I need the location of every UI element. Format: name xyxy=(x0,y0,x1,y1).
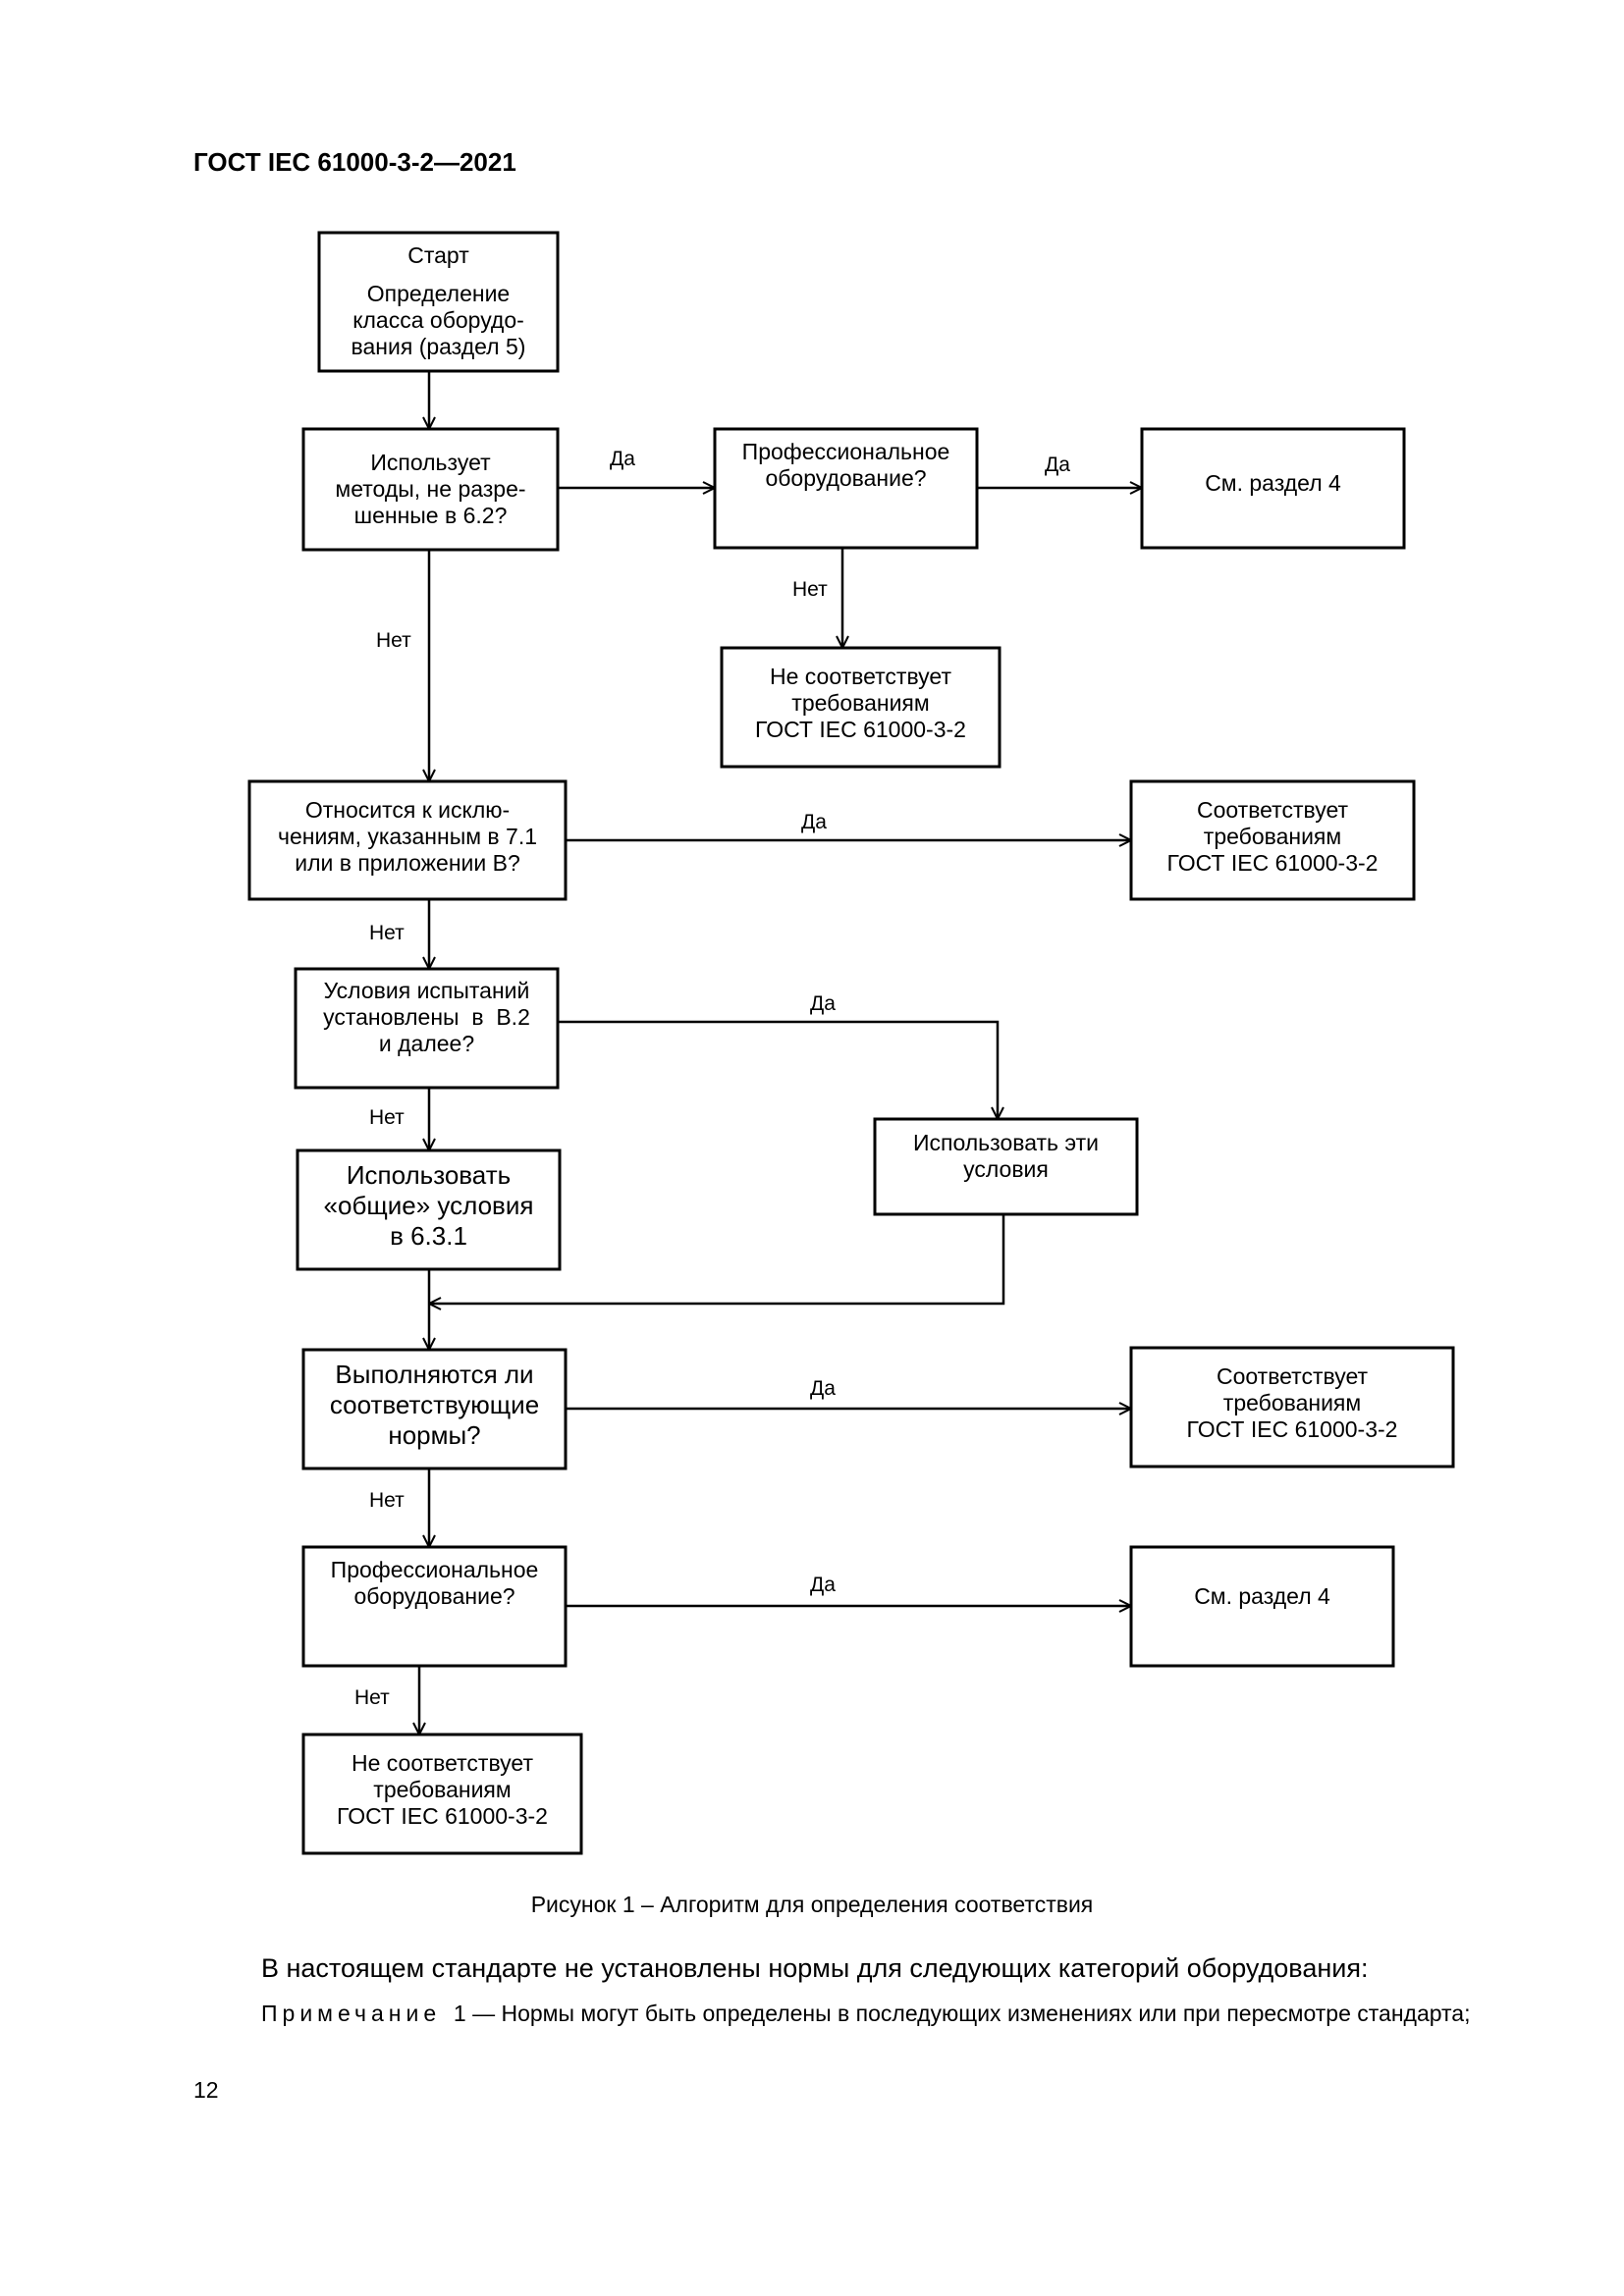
label-no: Нет xyxy=(369,922,405,944)
label-yes: Да xyxy=(1045,454,1070,476)
comply-2-text: Соответствует требованиям ГОСТ IEC 61000… xyxy=(1186,1362,1398,1442)
start-box xyxy=(317,231,560,373)
not-comply-2-box xyxy=(301,1733,583,1855)
page-number: 12 xyxy=(193,2077,219,2103)
figure-caption: Рисунок 1 – Алгоритм для определения соо… xyxy=(530,1892,1094,1917)
comply-1-text: Соответствует требованиям ГОСТ IEC 61000… xyxy=(1166,796,1379,876)
label-yes: Да xyxy=(810,1377,836,1400)
label-no: Нет xyxy=(792,578,828,601)
exceptions-text: Относится к исклю- чениям, указанным в 7… xyxy=(277,796,538,876)
label-no: Нет xyxy=(376,629,411,652)
professional-2-text: Профессиональное оборудование? xyxy=(330,1557,539,1609)
limits-met-text: Выполняются ли соответствующие нормы? xyxy=(329,1360,540,1450)
use-general-text: Использовать «общие» условия в 6.3.1 xyxy=(323,1160,534,1251)
use-these-box xyxy=(873,1117,1139,1216)
professional-1-text: Профессиональное оборудование? xyxy=(741,439,950,491)
label-yes: Да xyxy=(801,811,827,833)
note-text: 1 — Нормы могут быть определены в послед… xyxy=(453,2001,1471,2026)
label-yes: Да xyxy=(610,448,635,470)
arrow-test-to-use-these xyxy=(558,1020,998,1119)
document-header: ГОСТ IEC 61000-3-2—2021 xyxy=(193,147,516,177)
body-paragraph: В настоящем стандарте не установлены нор… xyxy=(261,1953,1369,1983)
use-these-text: Использовать эти условия xyxy=(912,1130,1100,1182)
test-conditions-text: Условия испытаний установлены в В.2 и да… xyxy=(323,978,530,1056)
start-box-text: Старт Определение класса оборудо- вания … xyxy=(351,242,526,359)
label-no: Нет xyxy=(354,1686,390,1709)
label-no: Нет xyxy=(369,1106,405,1129)
uses-methods-text: Использует методы, не разре- шенные в 6.… xyxy=(335,450,526,528)
label-no: Нет xyxy=(369,1489,405,1512)
note-paragraph: Примечание 1 — Нормы могут быть определе… xyxy=(193,1999,1508,2029)
arrow-use-these-merge xyxy=(429,1214,1005,1304)
note-label: Примечание xyxy=(261,2001,442,2026)
not-comply-2-text: Не соответствует требованиям ГОСТ IEC 61… xyxy=(337,1749,548,1829)
see-section-2-text: См. раздел 4 xyxy=(1194,1582,1330,1609)
label-yes: Да xyxy=(810,1574,836,1596)
not-comply-1-box xyxy=(720,646,1001,769)
see-section-1-text: См. раздел 4 xyxy=(1205,469,1341,496)
start-title: Старт xyxy=(407,242,469,268)
not-comply-1-text: Не соответствует требованиям ГОСТ IEC 61… xyxy=(755,664,966,742)
label-yes: Да xyxy=(810,992,836,1015)
